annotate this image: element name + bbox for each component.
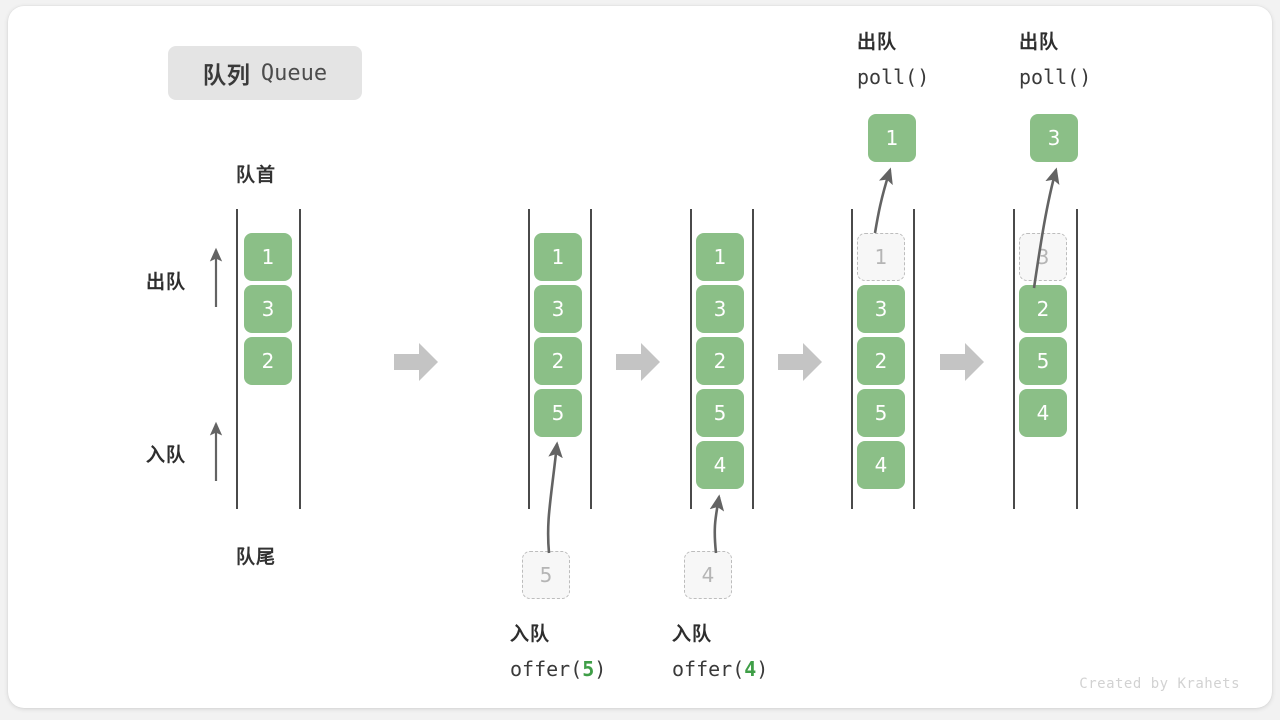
incoming-element-ghost: 4 — [684, 551, 732, 599]
enqueue-direction-label: 入队 — [146, 445, 187, 466]
queue-element: 5 — [857, 389, 905, 437]
operation-label-cn: 出队 — [857, 32, 898, 53]
queue-element: 3 — [534, 285, 582, 333]
queue-rail-right — [299, 209, 301, 509]
queue-rail-left — [1013, 209, 1015, 509]
queue-element: 2 — [1019, 285, 1067, 333]
operation-label-cn: 出队 — [1019, 32, 1060, 53]
step-transition-arrow-icon — [776, 339, 824, 385]
operation-code-argument: 4 — [744, 657, 757, 681]
queue-rail-right — [913, 209, 915, 509]
queue-element: 2 — [534, 337, 582, 385]
operation-code: offer(4) — [672, 657, 769, 681]
queue-element: 5 — [696, 389, 744, 437]
queue-head-label: 队首 — [236, 165, 277, 186]
diagram-title-en: Queue — [260, 60, 328, 86]
diagram-title-badge: 队列 Queue — [168, 46, 362, 100]
queue-rail-left — [236, 209, 238, 509]
queue-element: 1 — [244, 233, 292, 281]
queue-element: 2 — [244, 337, 292, 385]
queue-element: 3 — [244, 285, 292, 333]
queue-element: 1 — [696, 233, 744, 281]
operation-caption: 入队 offer(4) — [672, 618, 768, 686]
queue-element: 4 — [857, 441, 905, 489]
queue-tail-label: 队尾 — [236, 547, 277, 568]
queue-element: 1 — [534, 233, 582, 281]
operation-label-cn: 入队 — [510, 624, 551, 645]
step-transition-arrow-icon — [938, 339, 986, 385]
queue-element: 4 — [1019, 389, 1067, 437]
watermark: Created by Krahets — [1079, 676, 1240, 692]
queue-rail-right — [1076, 209, 1078, 509]
operation-caption: 入队 offer(5) — [510, 618, 606, 686]
queue-element: 4 — [696, 441, 744, 489]
step-transition-arrow-icon — [392, 339, 440, 385]
queue-element: 2 — [696, 337, 744, 385]
queue-element: 2 — [857, 337, 905, 385]
operation-code: offer(5) — [510, 657, 607, 681]
queue-rail-right — [590, 209, 592, 509]
queue-element-ghost: 3 — [1019, 233, 1067, 281]
queue-element: 3 — [696, 285, 744, 333]
queue-element: 3 — [857, 285, 905, 333]
incoming-element-ghost: 5 — [522, 551, 570, 599]
operation-code-argument: 5 — [582, 657, 595, 681]
queue-element: 5 — [1019, 337, 1067, 385]
queue-element: 5 — [534, 389, 582, 437]
queue-rail-left — [690, 209, 692, 509]
operation-label-cn: 入队 — [672, 624, 713, 645]
queue-rail-right — [752, 209, 754, 509]
queue-element-ghost: 1 — [857, 233, 905, 281]
operation-code: poll() — [857, 65, 930, 89]
diagram-title-cn: 队列 — [202, 62, 251, 88]
queue-rail-left — [528, 209, 530, 509]
dequeue-direction-label: 出队 — [146, 272, 187, 293]
popped-element: 3 — [1030, 114, 1078, 162]
operation-code: poll() — [1019, 65, 1092, 89]
queue-rail-left — [851, 209, 853, 509]
popped-element: 1 — [868, 114, 916, 162]
operation-caption: 出队 poll() — [857, 26, 929, 94]
step-transition-arrow-icon — [614, 339, 662, 385]
operation-caption: 出队 poll() — [1019, 26, 1091, 94]
